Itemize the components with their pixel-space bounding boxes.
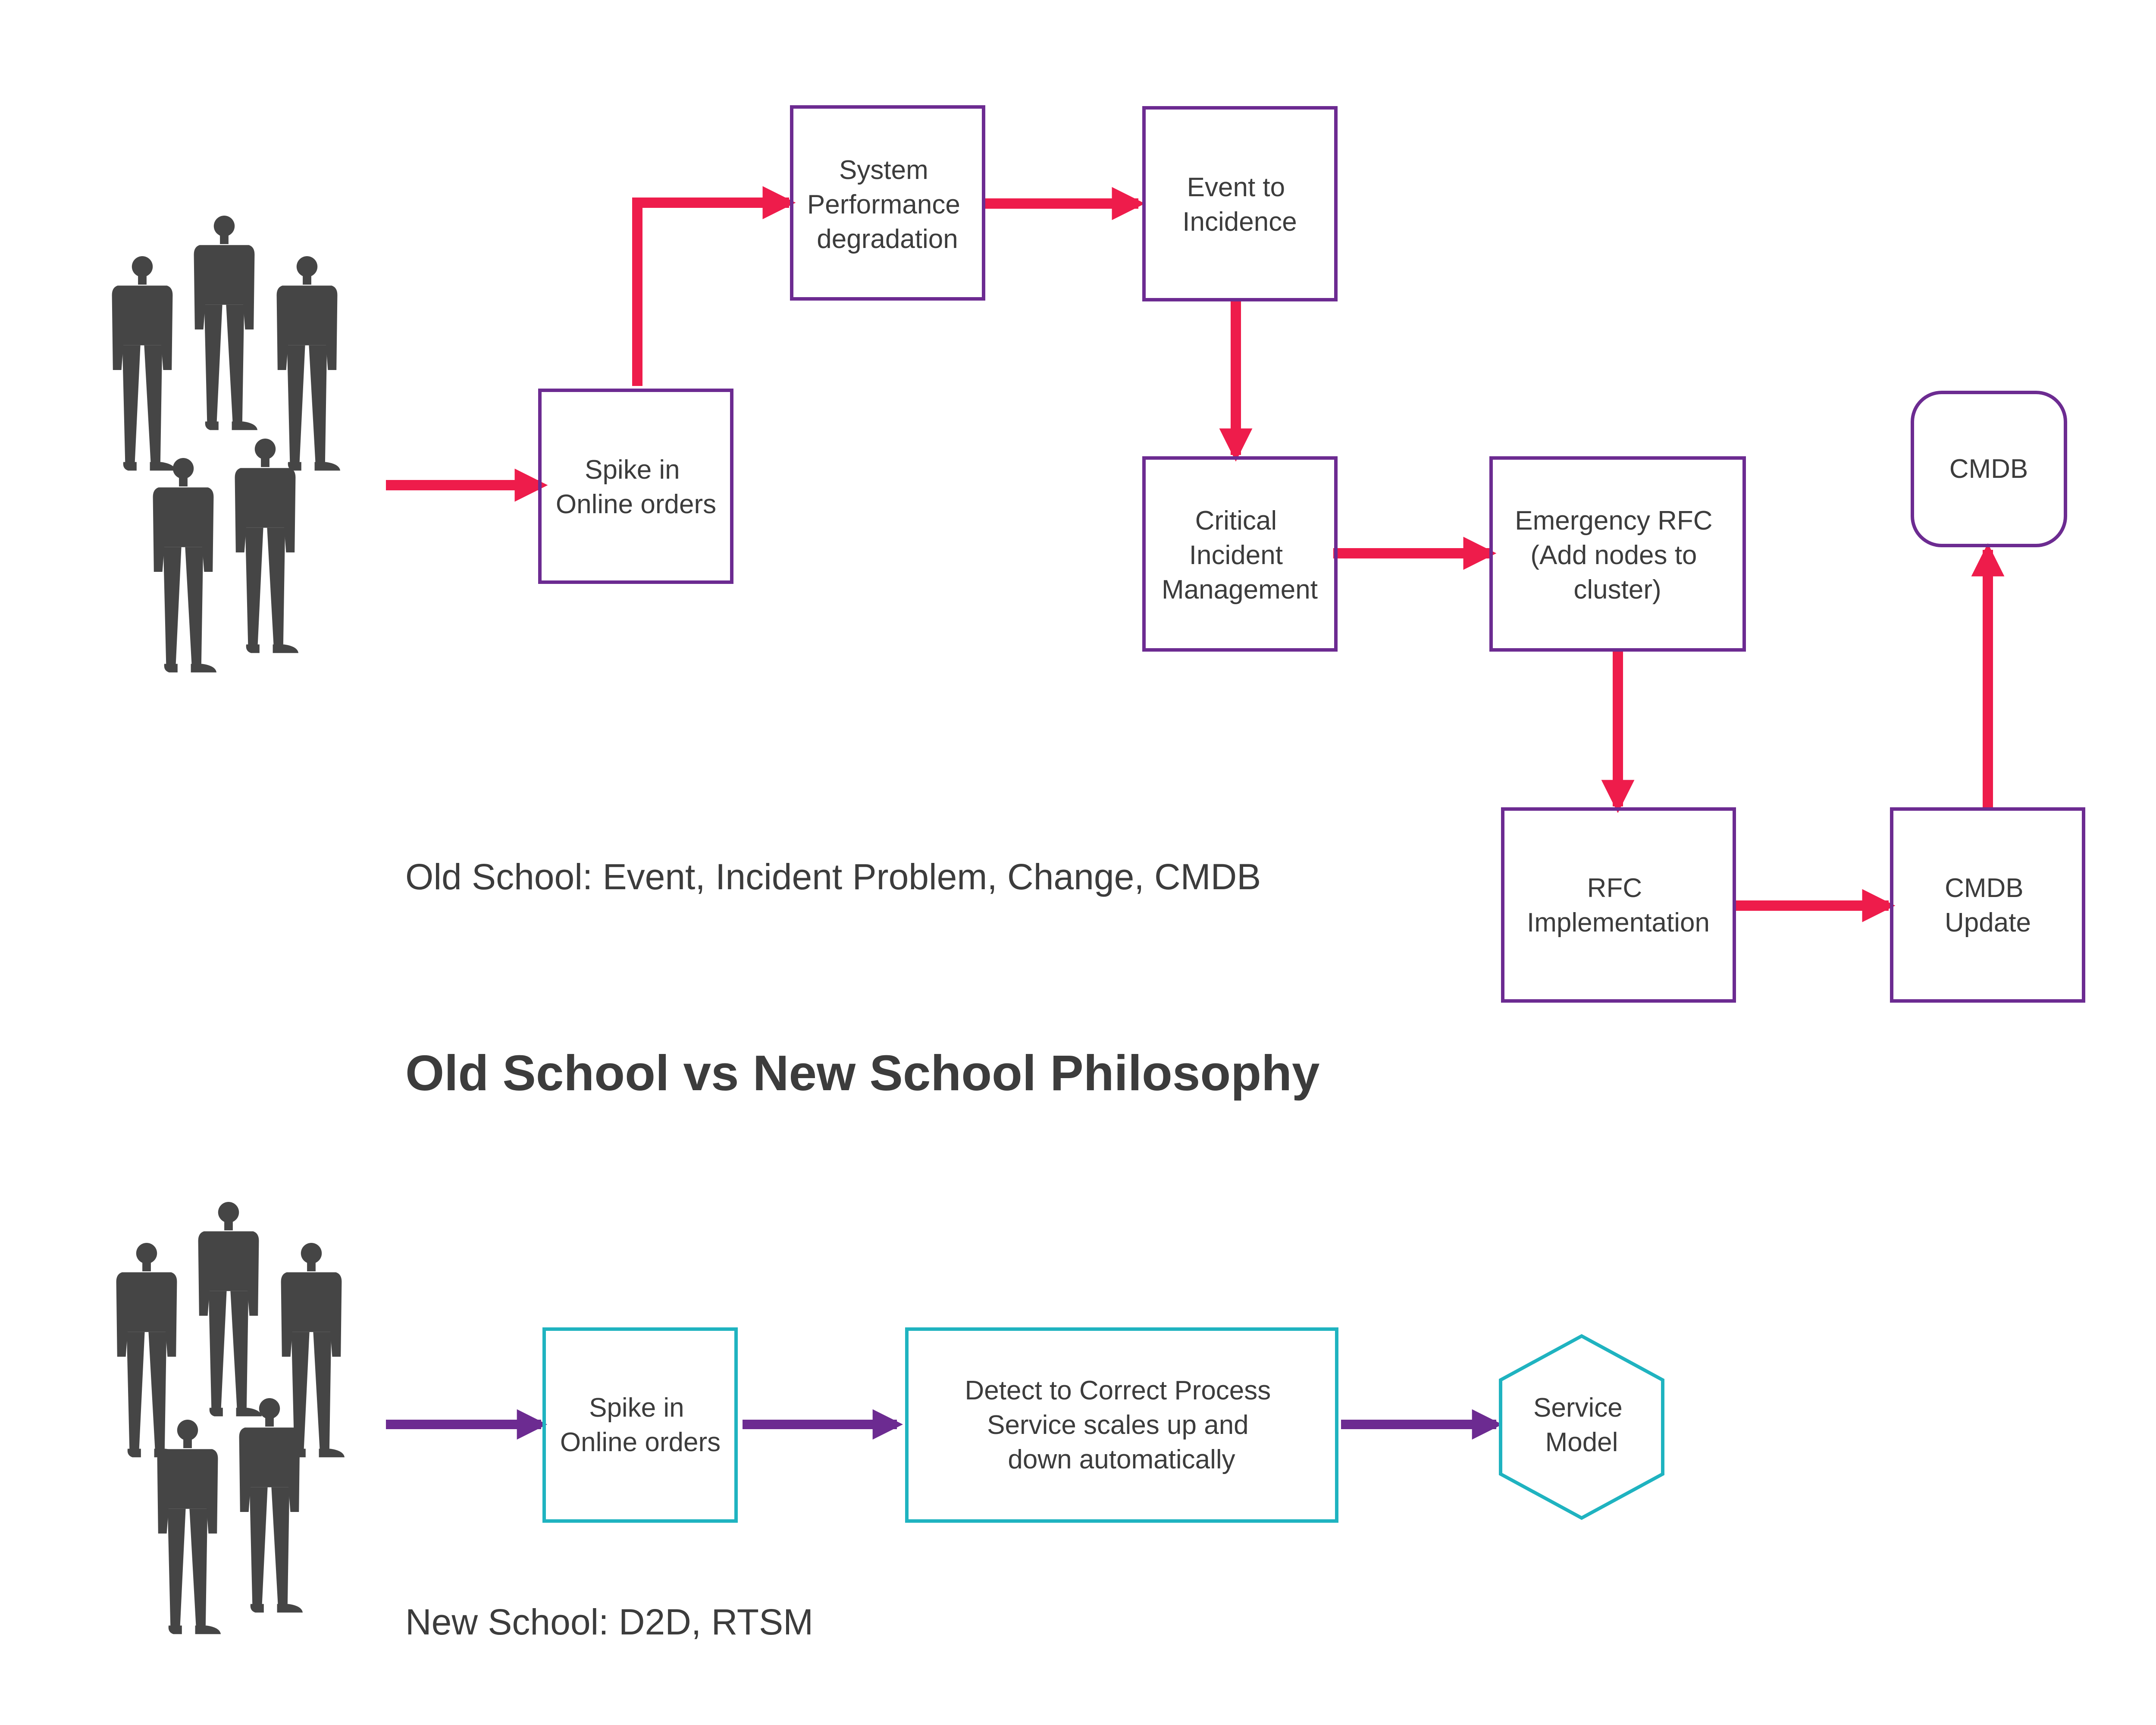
service-model-hexagon bbox=[1499, 1334, 1664, 1520]
page-title: Old School vs New School Philosophy bbox=[405, 1045, 1320, 1101]
person-icon bbox=[276, 256, 340, 471]
critical-incident-label: Critical Incident Management bbox=[1162, 506, 1318, 605]
new-school-people-icon bbox=[116, 1202, 345, 1634]
old-school-arrows bbox=[386, 186, 2005, 922]
person-icon bbox=[153, 458, 216, 673]
person-icon bbox=[235, 439, 298, 653]
service-model-label: Service Model bbox=[1533, 1393, 1630, 1457]
cmdb-update-box bbox=[1890, 807, 2085, 1003]
cmdb-label: CMDB bbox=[1949, 454, 2028, 484]
cmdb-update-label: CMDB Update bbox=[1945, 873, 2031, 938]
new-school-caption: New School: D2D, RTSM bbox=[405, 1602, 813, 1642]
person-icon bbox=[194, 216, 257, 430]
cmdb-box bbox=[1911, 391, 2067, 547]
emergency-rfc-box bbox=[1489, 456, 1746, 652]
spike-label-new: Spike in Online orders bbox=[560, 1393, 721, 1457]
event-to-incidence-box bbox=[1142, 106, 1338, 301]
system-performance-box bbox=[790, 105, 985, 301]
new-school-boxes bbox=[542, 1327, 1664, 1523]
critical-incident-box bbox=[1142, 456, 1338, 652]
rfc-implementation-box bbox=[1501, 807, 1736, 1003]
person-icon bbox=[198, 1202, 262, 1417]
event-to-incidence-label: Event to Incidence bbox=[1182, 172, 1297, 237]
person-icon bbox=[116, 1243, 180, 1458]
detect-to-correct-label: Detect to Correct Process Service scales… bbox=[965, 1376, 1278, 1474]
person-icon bbox=[239, 1398, 303, 1613]
old-school-caption: Old School: Event, Incident Problem, Cha… bbox=[405, 856, 1261, 897]
old-school-people-icon bbox=[112, 216, 340, 673]
person-icon bbox=[157, 1420, 221, 1634]
spike-box-new bbox=[542, 1327, 738, 1523]
spike-label: Spike in Online orders bbox=[556, 455, 716, 519]
old-school-boxes bbox=[538, 105, 2085, 1003]
emergency-rfc-label: Emergency RFC (Add nodes to cluster) bbox=[1515, 506, 1720, 605]
detect-to-correct-box bbox=[905, 1327, 1338, 1523]
person-icon bbox=[281, 1243, 345, 1458]
arrow-spike-to-system-performance bbox=[632, 186, 796, 386]
spike-box bbox=[538, 389, 733, 584]
rfc-implementation-label: RFC Implementation bbox=[1527, 873, 1710, 938]
person-icon bbox=[112, 256, 175, 471]
system-performance-label: System Performance degradation bbox=[807, 155, 968, 254]
